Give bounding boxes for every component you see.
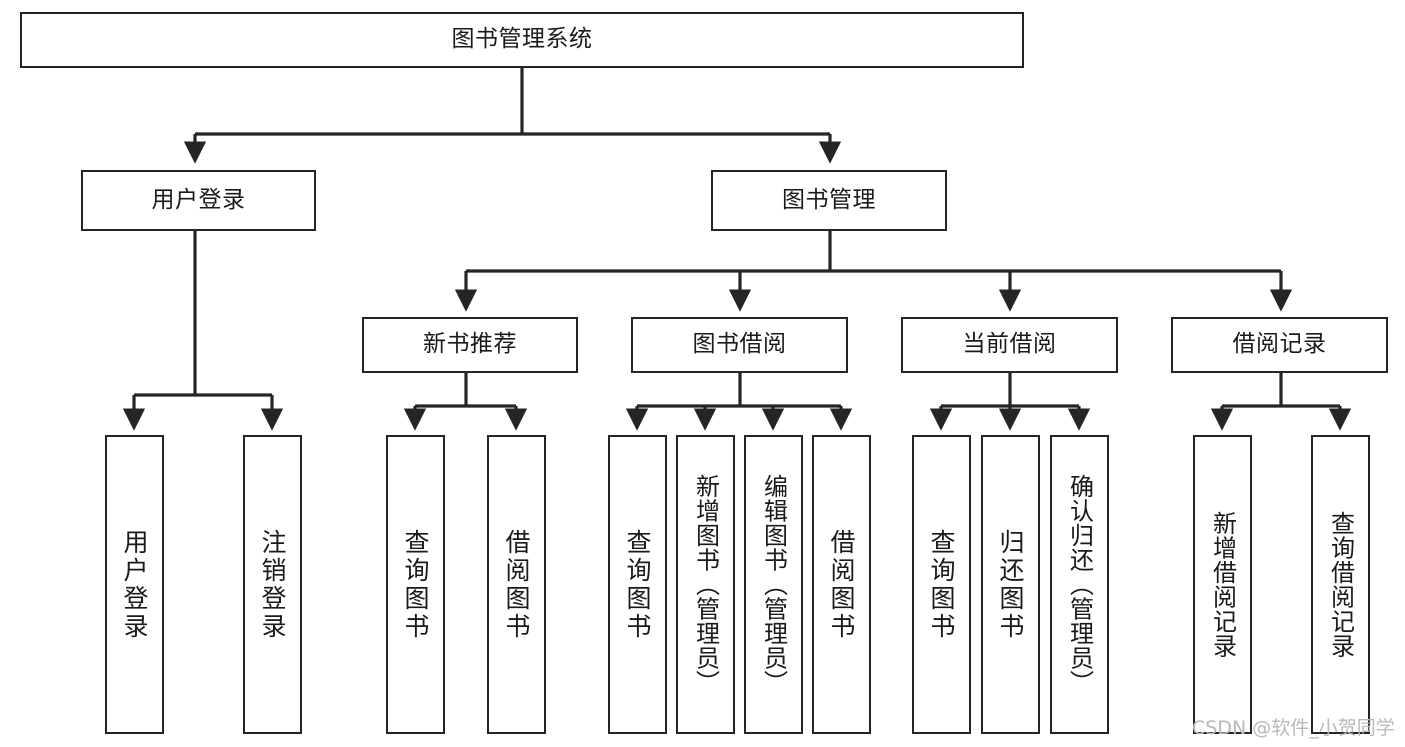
leaf-new-book-query[interactable]: 查询图书 xyxy=(386,435,445,734)
node-label: 当前借阅 xyxy=(962,331,1057,358)
node-borrow-record[interactable]: 借阅记录 xyxy=(1171,317,1388,373)
node-label: 归还图书 xyxy=(996,528,1025,641)
node-root-system[interactable]: 图书管理系统 xyxy=(20,12,1024,68)
node-label: 注销登录 xyxy=(258,528,287,641)
leaf-borrow-borrow-book[interactable]: 借阅图书 xyxy=(812,435,871,734)
node-label: 新书推荐 xyxy=(423,331,517,358)
leaf-borrow-add-book-admin[interactable]: 新增图书（管理员） xyxy=(676,435,735,734)
node-current-borrow[interactable]: 当前借阅 xyxy=(901,317,1118,373)
node-label: 查询图书 xyxy=(623,528,652,641)
node-book-management[interactable]: 图书管理 xyxy=(711,170,947,231)
node-label: 新增借阅记录 xyxy=(1208,511,1237,658)
leaf-current-query-book[interactable]: 查询图书 xyxy=(912,435,971,734)
watermark-text: CSDN @软件_小贺同学 xyxy=(1192,717,1395,739)
leaf-new-book-borrow[interactable]: 借阅图书 xyxy=(487,435,546,734)
leaf-borrow-query-book[interactable]: 查询图书 xyxy=(608,435,667,734)
node-label: 查询借阅记录 xyxy=(1326,511,1355,658)
leaf-borrow-edit-book-admin[interactable]: 编辑图书（管理员） xyxy=(744,435,803,734)
node-label: 图书管理 xyxy=(782,186,876,213)
node-user-login[interactable]: 用户登录 xyxy=(81,170,316,231)
leaf-record-query-borrow-record[interactable]: 查询借阅记录 xyxy=(1311,435,1370,734)
node-label: 用户登录 xyxy=(151,186,246,213)
leaf-record-add-borrow-record[interactable]: 新增借阅记录 xyxy=(1193,435,1252,734)
node-book-borrow[interactable]: 图书借阅 xyxy=(631,317,848,373)
leaf-current-confirm-return-admin[interactable]: 确认归还（管理员） xyxy=(1050,435,1109,734)
leaf-user-login-login[interactable]: 用户登录 xyxy=(105,435,164,734)
node-label: 图书借阅 xyxy=(692,331,787,358)
leaf-user-login-logout[interactable]: 注销登录 xyxy=(243,435,302,734)
node-label: 新增图书（管理员） xyxy=(691,474,720,695)
node-label: 图书管理系统 xyxy=(451,26,593,53)
node-label: 用户登录 xyxy=(120,528,149,641)
node-label: 借阅图书 xyxy=(502,528,531,641)
node-label: 借阅记录 xyxy=(1232,331,1327,358)
leaf-current-return-book[interactable]: 归还图书 xyxy=(981,435,1040,734)
node-label: 查询图书 xyxy=(927,528,956,641)
node-label: 确认归还（管理员） xyxy=(1065,474,1094,695)
node-label: 借阅图书 xyxy=(827,528,856,641)
node-label: 查询图书 xyxy=(401,528,430,641)
node-new-book-recommend[interactable]: 新书推荐 xyxy=(362,317,578,373)
node-label: 编辑图书（管理员） xyxy=(759,474,788,695)
